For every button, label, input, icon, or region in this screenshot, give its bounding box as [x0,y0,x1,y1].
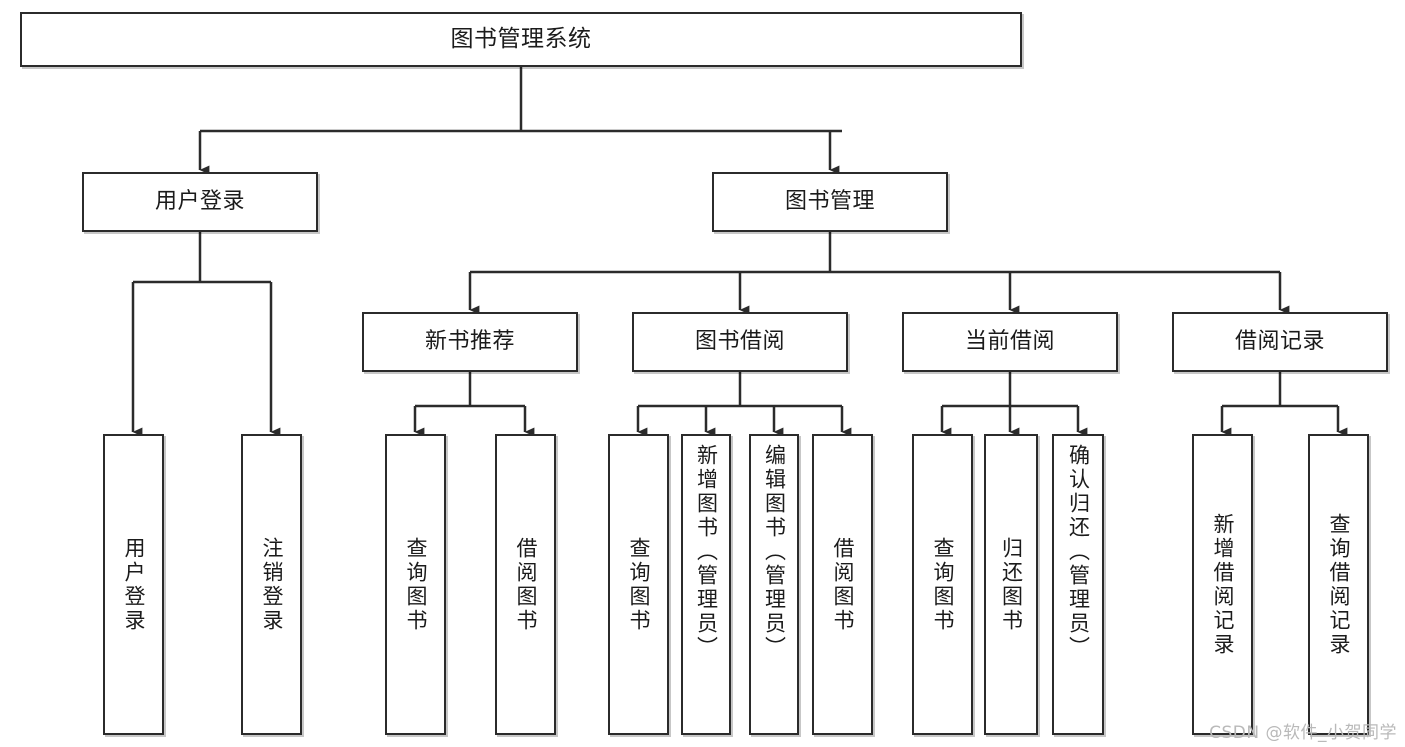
node-label: 用户登录 [154,188,245,214]
leaf-user-login[interactable]: 用户登录 [103,434,164,735]
node-book-management[interactable]: 图书管理 [712,172,948,232]
node-label: 注销登录 [260,536,284,633]
node-borrow-record[interactable]: 借阅记录 [1172,312,1388,372]
leaf-confirm-return-admin[interactable]: 确认归还（管理员） [1052,434,1104,735]
node-label: 当前借阅 [964,328,1055,354]
node-label: 借阅记录 [1234,328,1325,354]
node-label: 借阅图书 [831,536,855,633]
node-label: 确认归还（管理员） [1066,444,1091,660]
node-current-borrow[interactable]: 当前借阅 [902,312,1118,372]
node-user-login[interactable]: 用户登录 [82,172,318,232]
leaf-return-book[interactable]: 归还图书 [984,434,1038,735]
leaf-query-book-current[interactable]: 查询图书 [912,434,973,735]
node-label: 新书推荐 [424,328,515,354]
node-label: 图书管理 [784,188,875,214]
node-label: 编辑图书（管理员） [762,444,787,660]
leaf-add-book-admin[interactable]: 新增图书（管理员） [681,434,731,735]
node-label: 查询借阅记录 [1327,512,1351,657]
leaf-query-book-new[interactable]: 查询图书 [385,434,446,735]
leaf-query-borrow-record[interactable]: 查询借阅记录 [1308,434,1369,735]
node-label: 图书管理系统 [450,25,592,52]
node-label: 新增借阅记录 [1211,512,1235,657]
leaf-query-book-borrow[interactable]: 查询图书 [608,434,669,735]
node-label: 新增图书（管理员） [694,444,719,660]
leaf-borrow-book[interactable]: 借阅图书 [812,434,873,735]
node-new-book-recommend[interactable]: 新书推荐 [362,312,578,372]
node-label: 查询图书 [627,536,651,633]
node-label: 借阅图书 [514,536,538,633]
node-book-borrow[interactable]: 图书借阅 [632,312,848,372]
leaf-borrow-book-new[interactable]: 借阅图书 [495,434,556,735]
node-label: 归还图书 [999,536,1024,633]
watermark: CSDN @软件_小贺同学 [1209,723,1397,743]
node-label: 查询图书 [931,536,955,633]
leaf-add-borrow-record[interactable]: 新增借阅记录 [1192,434,1253,735]
leaf-logout[interactable]: 注销登录 [241,434,302,735]
node-label: 用户登录 [122,536,146,633]
node-label: 查询图书 [404,536,428,633]
node-label: 图书借阅 [694,328,785,354]
node-root-system[interactable]: 图书管理系统 [20,12,1022,67]
leaf-edit-book-admin[interactable]: 编辑图书（管理员） [749,434,799,735]
